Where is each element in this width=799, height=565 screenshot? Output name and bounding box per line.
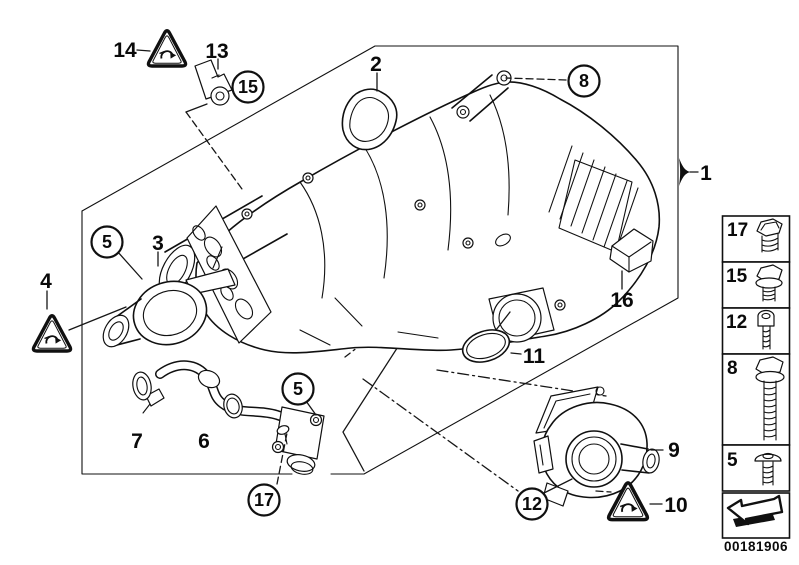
callout-5-lower-circled[interactable]: 5 [281, 372, 315, 406]
callout-15-circled[interactable]: 15 [231, 70, 265, 104]
throttle-body-drawing [533, 386, 660, 507]
intake-manifold-drawing [158, 70, 661, 354]
callout-4[interactable]: 4 [40, 270, 52, 293]
callout-10[interactable]: 10 [664, 494, 687, 517]
warning-triangle-icon [146, 29, 188, 68]
o-ring-drawing [461, 329, 511, 363]
svg-text:5: 5 [102, 232, 112, 252]
svg-text:17: 17 [254, 490, 274, 510]
egr-pipe-drawing [132, 360, 325, 475]
flange-hex-bolt-short-icon [755, 264, 783, 302]
callout-13[interactable]: 13 [205, 40, 228, 63]
legend-row-5 [721, 444, 791, 492]
callout-5-upper-circled[interactable]: 5 [90, 225, 124, 259]
pan-head-screw-icon [754, 452, 782, 486]
exploded-view-frame [81, 45, 679, 475]
callout-14[interactable]: 14 [113, 39, 137, 62]
fastener-legend: 17 15 12 8 5 [721, 215, 791, 539]
image-number: 00181906 [724, 539, 788, 554]
legend-label-5: 5 [727, 450, 738, 471]
hex-head-plug-bolt-icon [756, 218, 783, 253]
callout-11[interactable]: 11 [523, 345, 546, 368]
profile-gasket-drawing [341, 88, 398, 151]
flange-hex-bolt-long-icon [755, 356, 785, 441]
legend-label-8: 8 [727, 358, 738, 379]
egr-valve-drawing [102, 246, 236, 348]
seal-ring-drawing [132, 371, 152, 401]
callout-9[interactable]: 9 [668, 439, 680, 462]
callout-16[interactable]: 16 [610, 289, 633, 312]
legend-label-15: 15 [726, 266, 748, 287]
sensor-drawing [194, 59, 233, 106]
warning-triangle-icon [31, 314, 73, 353]
legend-label-17: 17 [727, 220, 748, 241]
svg-text:15: 15 [238, 77, 258, 97]
svg-text:5: 5 [293, 379, 303, 399]
callout-2[interactable]: 2 [370, 53, 382, 76]
callout-1[interactable]: 1 [700, 162, 712, 185]
callout-6[interactable]: 6 [198, 430, 210, 453]
svg-text:8: 8 [579, 71, 589, 91]
socket-head-screw-icon [757, 309, 775, 350]
svg-text:12: 12 [522, 494, 542, 514]
clamp-drawing [142, 388, 165, 414]
callout-17-circled[interactable]: 17 [247, 483, 281, 517]
clip-drawing [609, 228, 654, 273]
legend-label-12: 12 [726, 312, 747, 333]
installation-direction-arrow-icon [726, 494, 784, 527]
callout-3[interactable]: 3 [152, 232, 164, 255]
callout-12-circled[interactable]: 12 [515, 487, 549, 521]
callout-7[interactable]: 7 [131, 430, 143, 453]
callouts: 14 13 2 1 3 4 16 11 7 6 9 10 15 8 5 5 12 [40, 39, 712, 521]
leader-lines [46, 49, 699, 505]
callout-8-circled[interactable]: 8 [567, 64, 601, 98]
